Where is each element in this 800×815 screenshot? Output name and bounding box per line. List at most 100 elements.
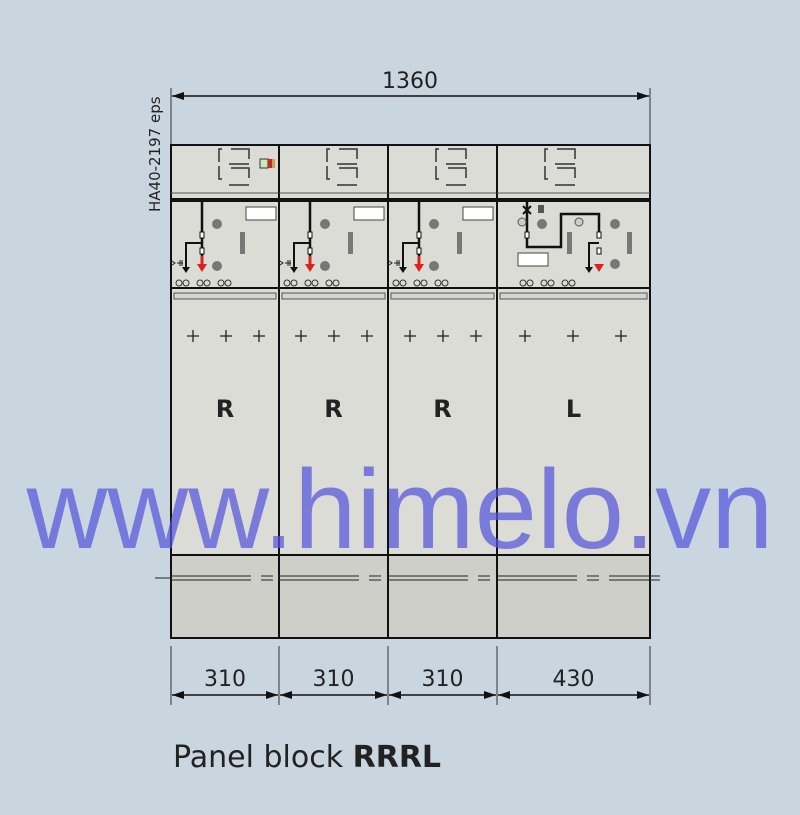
position-indicator-icon: [348, 232, 353, 254]
switch-contact-icon: [199, 247, 205, 255]
label-plate: [353, 206, 385, 221]
switch-contact-icon: [307, 247, 313, 255]
knob-icon: [429, 219, 439, 229]
switch-contact-icon: [416, 247, 422, 255]
screw-icon: [437, 330, 449, 342]
caption-name: RRRL: [352, 740, 442, 775]
switch-contact-icon: [307, 231, 313, 239]
arrow-down-icon: [290, 267, 298, 273]
indicator-icon: [182, 279, 190, 287]
voltage-indicator-icon: [268, 159, 272, 168]
indicator-icon: [325, 279, 333, 287]
indicator-icon: [540, 279, 548, 287]
knob-icon: [610, 219, 620, 229]
earth-arrow-icon: [305, 256, 315, 272]
panel-width-label: 430: [553, 667, 595, 692]
panel-type-label: R: [324, 395, 342, 423]
earthing-line: [185, 242, 202, 268]
knob-icon: [320, 219, 330, 229]
capacitive-test-icon: [388, 260, 400, 266]
label-plate: [517, 252, 549, 267]
indicator-icon: [203, 279, 211, 287]
panel-width-label: 310: [204, 667, 246, 692]
indicator-icon: [517, 217, 527, 227]
knob-icon: [212, 261, 222, 271]
earth-arrow-icon: [594, 264, 604, 272]
position-indicator-icon: [627, 232, 632, 254]
panel-base: [387, 554, 498, 639]
panel-width-label: 310: [313, 667, 355, 692]
screw-icon: [295, 330, 307, 342]
capacitive-test-icon: [171, 260, 183, 266]
indicator-icon: [568, 279, 576, 287]
earth-arrow-icon: [197, 256, 207, 272]
knob-icon: [429, 261, 439, 271]
caption-prefix: Panel block: [173, 740, 344, 775]
indicator-icon: [399, 279, 407, 287]
watermark: www.himelo.vn: [26, 447, 774, 572]
arrow-down-icon: [399, 267, 407, 273]
screw-icon: [361, 330, 373, 342]
switch-contact-icon: [199, 231, 205, 239]
panel-type-label: L: [566, 395, 581, 423]
voltage-indicator-icon: [259, 158, 269, 169]
indicator-icon: [434, 279, 442, 287]
earth-arrow-icon: [414, 256, 424, 272]
indicator-icon: [311, 279, 319, 287]
switch-contact-icon: [596, 231, 602, 239]
position-indicator-icon: [240, 232, 245, 254]
knob-icon: [212, 219, 222, 229]
panel-type-label: R: [216, 395, 234, 423]
indicator-icon: [290, 279, 298, 287]
position-indicator-icon: [457, 232, 462, 254]
panel-dimensions: 310 310 310 430: [170, 646, 651, 705]
earthing-line: [293, 242, 310, 268]
caption: Panel block RRRL: [173, 740, 441, 775]
indicator-icon: [519, 279, 527, 287]
fuse-icon: [522, 205, 532, 215]
panel-4: L: [496, 144, 651, 639]
drawing-id-label: HA40-2197 eps: [146, 96, 164, 212]
indicator-icon: [561, 279, 569, 287]
panel-2: R: [278, 144, 389, 639]
position-indicator-icon: [567, 232, 572, 254]
screw-icon: [404, 330, 416, 342]
switch-contact-icon: [416, 231, 422, 239]
overall-width-label: 1360: [382, 69, 438, 94]
indicator-icon: [413, 279, 421, 287]
indicator-icon: [526, 279, 534, 287]
indicator-icon: [175, 279, 183, 287]
panel-base: [496, 554, 651, 639]
indicator-icon: [420, 279, 428, 287]
cable-compartment-rail: [499, 292, 648, 300]
voltage-indicator-icon: [272, 159, 275, 168]
lv-compartment-icon: [435, 148, 467, 186]
earthing-line: [402, 242, 419, 268]
screw-icon: [253, 330, 265, 342]
screw-icon: [470, 330, 482, 342]
earthing-line: [588, 242, 599, 268]
knob-icon: [610, 259, 620, 269]
label-plate: [462, 206, 494, 221]
panel-width-label: 310: [422, 667, 464, 692]
indicator-icon: [224, 279, 232, 287]
indicator-icon: [283, 279, 291, 287]
panel-base: [278, 554, 389, 639]
fuse-box-icon: [538, 205, 544, 213]
indicator-icon: [574, 217, 584, 227]
screw-icon: [220, 330, 232, 342]
transformer-feeder-line: [525, 200, 601, 249]
switch-contact-icon: [596, 247, 602, 255]
indicator-icon: [392, 279, 400, 287]
panel-type-label: R: [433, 395, 451, 423]
indicator-icon: [547, 279, 555, 287]
indicator-icon: [332, 279, 340, 287]
screw-icon: [615, 330, 627, 342]
capacitive-test-icon: [279, 260, 291, 266]
knob-icon: [537, 219, 547, 229]
screw-icon: [187, 330, 199, 342]
lv-compartment-icon: [326, 148, 358, 186]
label-plate: [245, 206, 277, 221]
screw-icon: [519, 330, 531, 342]
